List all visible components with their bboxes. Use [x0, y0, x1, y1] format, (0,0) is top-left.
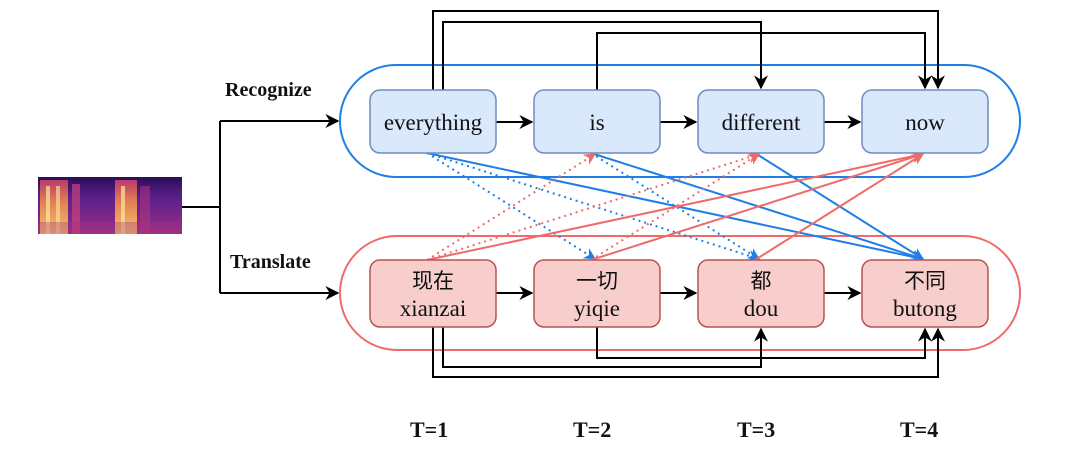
time-label-1: T=1: [410, 417, 448, 442]
node-chinese-text: 不同: [904, 269, 946, 293]
recognize-node-now[interactable]: now: [861, 89, 989, 154]
node-pinyin: dou: [744, 296, 779, 321]
spectrogram-image: [38, 177, 182, 234]
node-pinyin: butong: [893, 296, 957, 321]
skip-edge-everything-now: [432, 10, 945, 90]
recognize-label: Recognize: [225, 79, 312, 101]
node-chinese-text: 都: [751, 269, 772, 293]
skip-edge-xianzai-butong: [432, 327, 945, 378]
translate-label: Translate: [230, 251, 311, 273]
recognize-container: [339, 64, 1021, 178]
cross-edge-xianzai-now: [426, 150, 925, 261]
skip-edge-everything-different: [442, 21, 768, 90]
translate-node-butong[interactable]: 不同 butong: [861, 259, 989, 328]
time-label-2: T=2: [573, 417, 611, 442]
time-label-4: T=4: [900, 417, 938, 442]
recognize-node-everything[interactable]: everything: [369, 89, 497, 154]
recognize-skip-edges: [432, 10, 945, 90]
node-label: is: [589, 110, 604, 135]
sequential-edges: [496, 115, 862, 300]
node-label: different: [722, 110, 801, 135]
node-chinese-text: 现在: [412, 269, 454, 293]
cross-edge-dou-now: [754, 153, 925, 261]
skip-edge-xianzai-dou: [442, 327, 768, 368]
node-label: everything: [384, 110, 483, 135]
node-pinyin: yiqie: [574, 296, 620, 321]
recognize-node-different[interactable]: different: [697, 89, 825, 154]
translate-skip-edges: [432, 327, 945, 378]
cross-edge-yiqie-now: [590, 151, 925, 261]
translate-node-dou[interactable]: 都 dou: [697, 259, 825, 328]
time-label-3: T=3: [737, 417, 775, 442]
skip-edge-is-now: [596, 32, 932, 90]
cross-attention-edges: [426, 150, 925, 263]
recognize-node-is[interactable]: is: [533, 89, 661, 154]
cross-edge-xianzai-different: [426, 151, 761, 261]
node-pinyin: xianzai: [400, 296, 466, 321]
translate-node-xianzai[interactable]: 现在 xianzai: [369, 259, 497, 328]
translate-node-yiqie[interactable]: 一切 yiqie: [533, 259, 661, 328]
input-split-connector: [182, 114, 340, 300]
translate-container: [339, 235, 1021, 351]
node-label: now: [905, 110, 945, 135]
node-chinese-text: 一切: [576, 269, 618, 293]
